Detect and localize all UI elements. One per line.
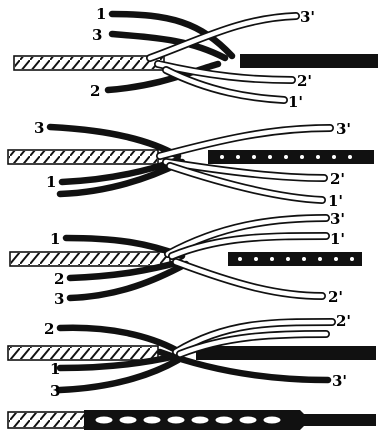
label-left-bottom: 1 bbox=[46, 173, 56, 191]
label-right-mid: 2' bbox=[330, 170, 345, 188]
splice-step-1: 1 3 2 3' 2' 1' bbox=[14, 5, 378, 111]
label-right-bottom: 1' bbox=[328, 192, 343, 210]
label-left-top: 3 bbox=[34, 119, 44, 137]
label-right-bottom: 1' bbox=[288, 93, 303, 111]
right-rope bbox=[228, 252, 362, 266]
label-right-top: 3' bbox=[330, 210, 345, 228]
label-right-top: 2' bbox=[336, 312, 351, 330]
splice-step-4: 2 1 3 2' 3' bbox=[8, 312, 376, 400]
right-rope bbox=[300, 414, 376, 426]
splice-step-5 bbox=[8, 410, 376, 430]
label-right-top: 3' bbox=[336, 120, 351, 138]
label-left-top: 2 bbox=[44, 320, 54, 338]
label-left-mid: 3 bbox=[92, 26, 102, 44]
splice-step-3: 1 2 3 3' 1' 2' bbox=[10, 210, 362, 308]
label-left-mid: 2 bbox=[54, 270, 64, 288]
splice-step-2: 3 1 3' 2' 1' bbox=[8, 119, 374, 210]
label-left-top: 1 bbox=[96, 5, 106, 23]
label-right-mid: 1' bbox=[330, 230, 345, 248]
label-right-bottom: 3' bbox=[332, 372, 347, 390]
label-left-bottom: 3 bbox=[54, 290, 64, 308]
label-right-top: 3' bbox=[300, 8, 315, 26]
label-left-bottom: 2 bbox=[90, 82, 100, 100]
label-left-top: 1 bbox=[50, 230, 60, 248]
right-rope bbox=[240, 54, 378, 68]
right-rope bbox=[196, 346, 376, 360]
label-right-mid: 2' bbox=[297, 72, 312, 90]
label-right-bottom: 2' bbox=[328, 288, 343, 306]
label-left-bottom: 3 bbox=[50, 382, 60, 400]
label-left-mid: 1 bbox=[50, 360, 60, 378]
strand-3 bbox=[70, 264, 186, 298]
